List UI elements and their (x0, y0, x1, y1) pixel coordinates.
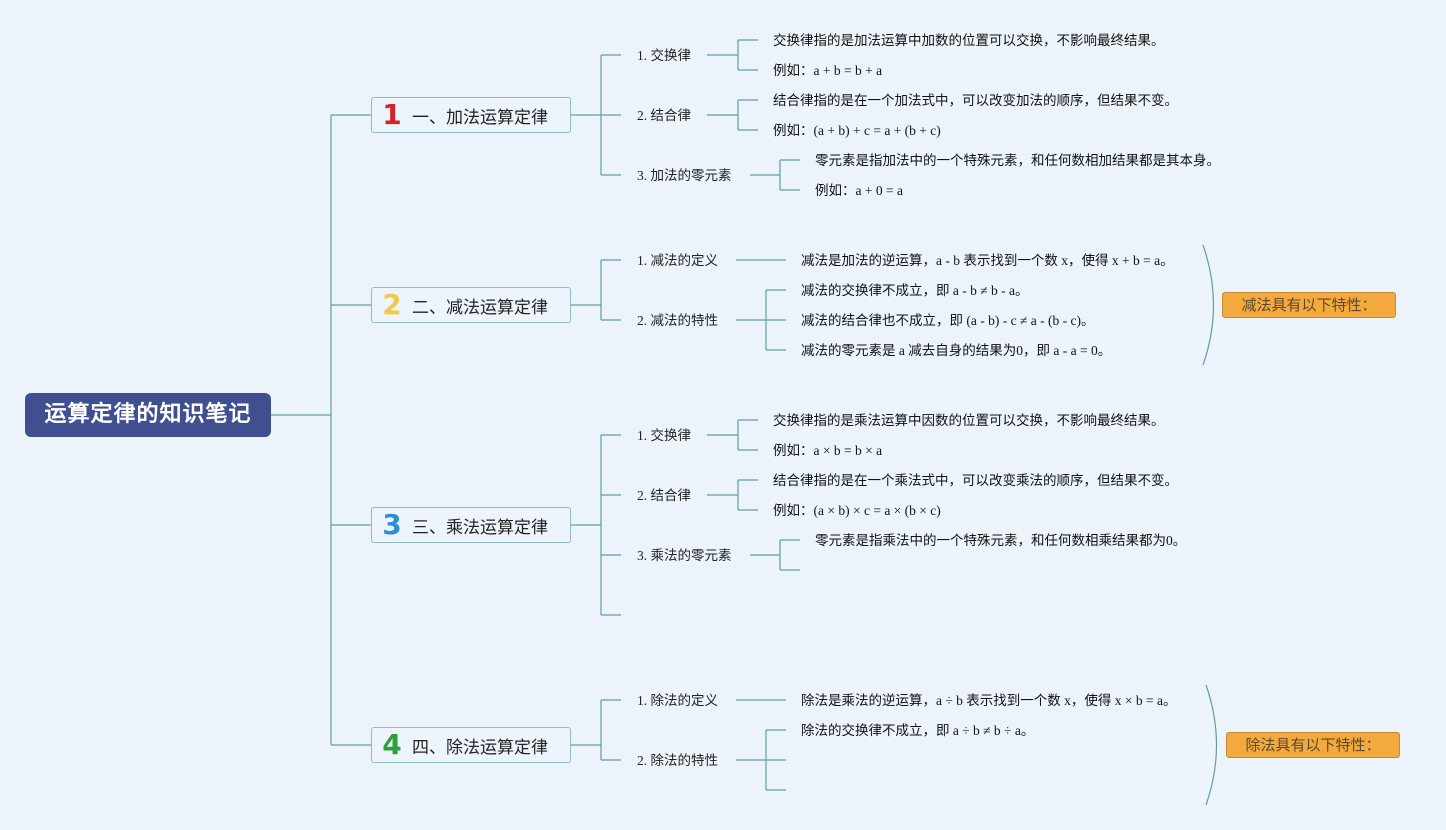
branch-label: 二、减法运算定律 (412, 297, 548, 318)
branch-label: 一、加法运算定律 (412, 107, 548, 128)
branch-label: 三、乘法运算定律 (412, 517, 548, 538)
summary-tag-division[interactable]: 除法具有以下特性： (1226, 732, 1400, 758)
leaf-text[interactable]: 除法的交换律不成立，即 a ÷ b ≠ b ÷ a。 (801, 723, 1035, 738)
subtopic-div-properties[interactable]: 2. 除法的特性 (637, 753, 718, 768)
branch-addition[interactable]: 1 一、加法运算定律 (371, 97, 571, 133)
leaf-text[interactable]: 例如：a + b = b + a (773, 63, 883, 78)
leaf-text[interactable]: 除法是乘法的逆运算，a ÷ b 表示找到一个数 x，使得 x × b = a。 (801, 693, 1177, 708)
subtopic-sub-properties[interactable]: 2. 减法的特性 (637, 313, 718, 328)
leaf-text[interactable]: 交换律指的是加法运算中加数的位置可以交换，不影响最终结果。 (773, 33, 1165, 48)
number-3-icon: 3 (382, 508, 402, 541)
subtopic-mul-associative[interactable]: 2. 结合律 (637, 488, 691, 503)
subtopic-sub-definition[interactable]: 1. 减法的定义 (637, 253, 718, 268)
branch-multiplication[interactable]: 3 三、乘法运算定律 (371, 507, 571, 543)
subtopic-mul-commutative[interactable]: 1. 交换律 (637, 428, 691, 443)
leaf-text[interactable]: 减法的交换律不成立，即 a - b ≠ b - a。 (801, 283, 1029, 298)
subtopic-add-commutative[interactable]: 1. 交换律 (637, 48, 691, 63)
leaf-text[interactable]: 零元素是指乘法中的一个特殊元素，和任何数相乘结果都为0。 (815, 533, 1187, 548)
branch-subtraction[interactable]: 2 二、减法运算定律 (371, 287, 571, 323)
leaf-text[interactable]: 例如：a × b = b × a (773, 443, 883, 458)
number-2-icon: 2 (382, 288, 402, 321)
subtopic-add-associative[interactable]: 2. 结合律 (637, 108, 691, 123)
leaf-text[interactable]: 减法的零元素是 a 减去自身的结果为0，即 a - a = 0。 (801, 343, 1112, 358)
leaf-text[interactable]: 结合律指的是在一个加法式中，可以改变加法的顺序，但结果不变。 (773, 93, 1178, 108)
number-1-icon: 1 (382, 98, 402, 131)
leaf-text[interactable]: 减法是加法的逆运算，a - b 表示找到一个数 x，使得 x + b = a。 (801, 253, 1174, 268)
branch-label: 四、除法运算定律 (412, 737, 548, 758)
branch-division[interactable]: 4 四、除法运算定律 (371, 727, 571, 763)
leaf-text[interactable]: 零元素是指加法中的一个特殊元素，和任何数相加结果都是其本身。 (815, 153, 1220, 168)
subtopic-add-zero[interactable]: 3. 加法的零元素 (637, 168, 732, 183)
leaf-text[interactable]: 交换律指的是乘法运算中因数的位置可以交换，不影响最终结果。 (773, 413, 1165, 428)
number-4-icon: 4 (382, 728, 402, 761)
root-topic[interactable]: 运算定律的知识笔记 (25, 393, 271, 437)
leaf-text[interactable]: 例如：(a × b) × c = a × (b × c) (773, 503, 941, 518)
leaf-text[interactable]: 例如：a + 0 = a (815, 183, 903, 198)
leaf-text[interactable]: 结合律指的是在一个乘法式中，可以改变乘法的顺序，但结果不变。 (773, 473, 1178, 488)
subtopic-div-definition[interactable]: 1. 除法的定义 (637, 693, 718, 708)
leaf-text[interactable]: 例如：(a + b) + c = a + (b + c) (773, 123, 941, 138)
summary-tag-subtraction[interactable]: 减法具有以下特性： (1222, 292, 1396, 318)
subtopic-mul-zero[interactable]: 3. 乘法的零元素 (637, 548, 732, 563)
leaf-text[interactable]: 减法的结合律也不成立，即 (a - b) - c ≠ a - (b - c)。 (801, 313, 1095, 328)
